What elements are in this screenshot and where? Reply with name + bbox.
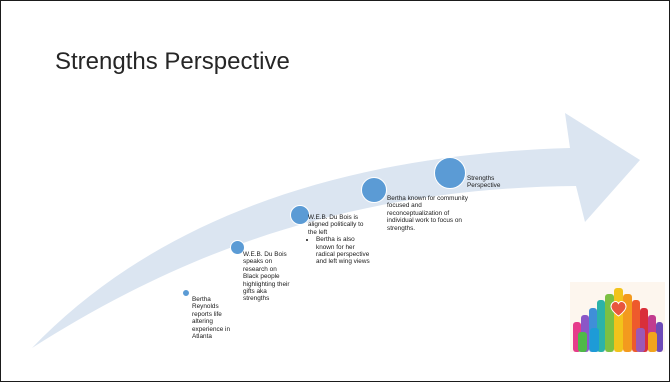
milestone-dot-4 (361, 177, 387, 203)
milestone-dot-1 (182, 289, 190, 297)
milestone-text-5: Strengths Perspective (467, 175, 501, 190)
milestone-label-2: W.E.B. Du Bois speaks on research on Bla… (243, 251, 293, 303)
hands-group (573, 288, 663, 352)
milestone-text-2: W.E.B. Du Bois speaks on research on Bla… (243, 251, 290, 303)
milestone-text-3: W.E.B. Du Bois is aligned politically to… (308, 214, 364, 236)
milestone-label-5: Strengths Perspective (467, 175, 512, 190)
hand-front-4 (648, 332, 657, 352)
raised-hands-graphic (573, 288, 663, 352)
milestone-text-4: Bertha known for community focused and r… (387, 195, 468, 232)
hand-6 (614, 288, 623, 352)
milestone-bullet-list-3: Bertha is also known for her radical per… (308, 236, 370, 266)
hand-11 (656, 322, 663, 352)
milestone-dot-2 (230, 240, 245, 255)
milestone-dot-5 (434, 157, 466, 189)
milestone-label-1: Bertha Reynolds reports life altering ex… (192, 296, 232, 340)
raised-hands-heart-icon (570, 282, 665, 352)
hand-front-1 (578, 332, 587, 352)
milestone-label-4: Bertha known for community focused and r… (387, 195, 477, 232)
hand-front-2 (590, 328, 599, 352)
slide-title: Strengths Perspective (55, 48, 290, 75)
hand-front-3 (636, 328, 645, 352)
milestone-bullet-3: Bertha is also known for her radical per… (316, 236, 370, 266)
milestone-text-1: Bertha Reynolds reports life altering ex… (192, 296, 231, 341)
timeline-arrow-shape (32, 113, 640, 348)
milestone-label-3: W.E.B. Du Bois is aligned politically to… (308, 214, 370, 266)
milestone-dot-3 (290, 205, 310, 225)
heart-icon (610, 300, 627, 317)
